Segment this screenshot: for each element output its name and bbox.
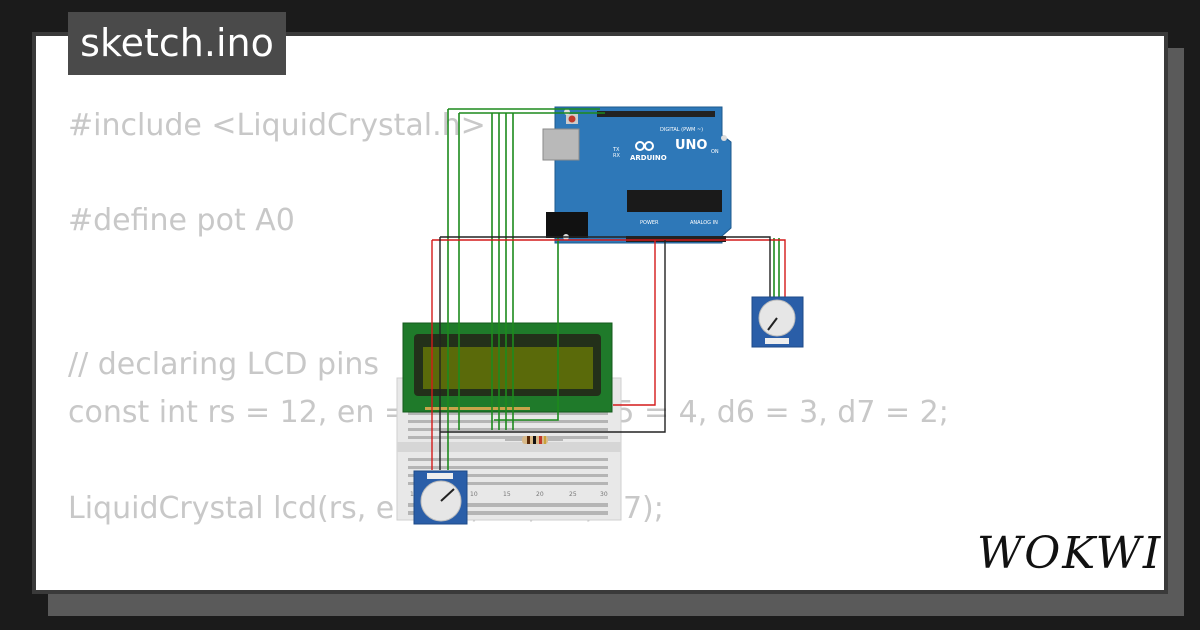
atmega-chip xyxy=(627,190,722,212)
arduino-uno: UNO ARDUINO DIGITAL (PWM ~) POWER ANALOG… xyxy=(542,106,732,244)
code-line: #define pot A0 xyxy=(68,203,295,238)
bb-col-label: 15 xyxy=(503,491,511,498)
power-label: POWER xyxy=(640,220,659,226)
bb-col-label: 25 xyxy=(569,491,577,498)
rx-label: RX xyxy=(613,153,620,159)
code-line: #include <LiquidCrystal.h> xyxy=(68,108,486,143)
usb-port xyxy=(542,128,580,161)
wokwi-logo: WOKWI xyxy=(977,528,1163,579)
infinity-logo xyxy=(635,141,654,151)
board-model: UNO xyxy=(675,138,708,153)
bb-col-label: 10 xyxy=(470,491,478,498)
bb-col-label: 30 xyxy=(600,491,608,498)
lcd-display xyxy=(402,322,613,413)
red-wires xyxy=(431,239,786,470)
power-jack xyxy=(546,212,588,238)
bb-col-label: 1 xyxy=(410,491,414,498)
potentiometer-contrast xyxy=(413,470,468,525)
analog-label: ANALOG IN xyxy=(690,220,718,226)
digital-header xyxy=(597,111,715,117)
resistor xyxy=(505,436,563,444)
digital-label: DIGITAL (PWM ~) xyxy=(660,127,703,133)
file-name-tab: sketch.ino xyxy=(68,12,286,75)
board-maker: ARDUINO xyxy=(630,154,667,162)
black-wires xyxy=(439,236,771,470)
potentiometer-input xyxy=(751,296,804,348)
bb-col-label: 20 xyxy=(536,491,544,498)
analog-header xyxy=(626,236,726,242)
code-line: // declaring LCD pins xyxy=(68,347,380,382)
on-label: ON xyxy=(711,149,719,155)
tx-label: TX xyxy=(612,147,620,153)
green-wires xyxy=(447,108,780,470)
code-line: void setup() { xyxy=(68,586,277,590)
